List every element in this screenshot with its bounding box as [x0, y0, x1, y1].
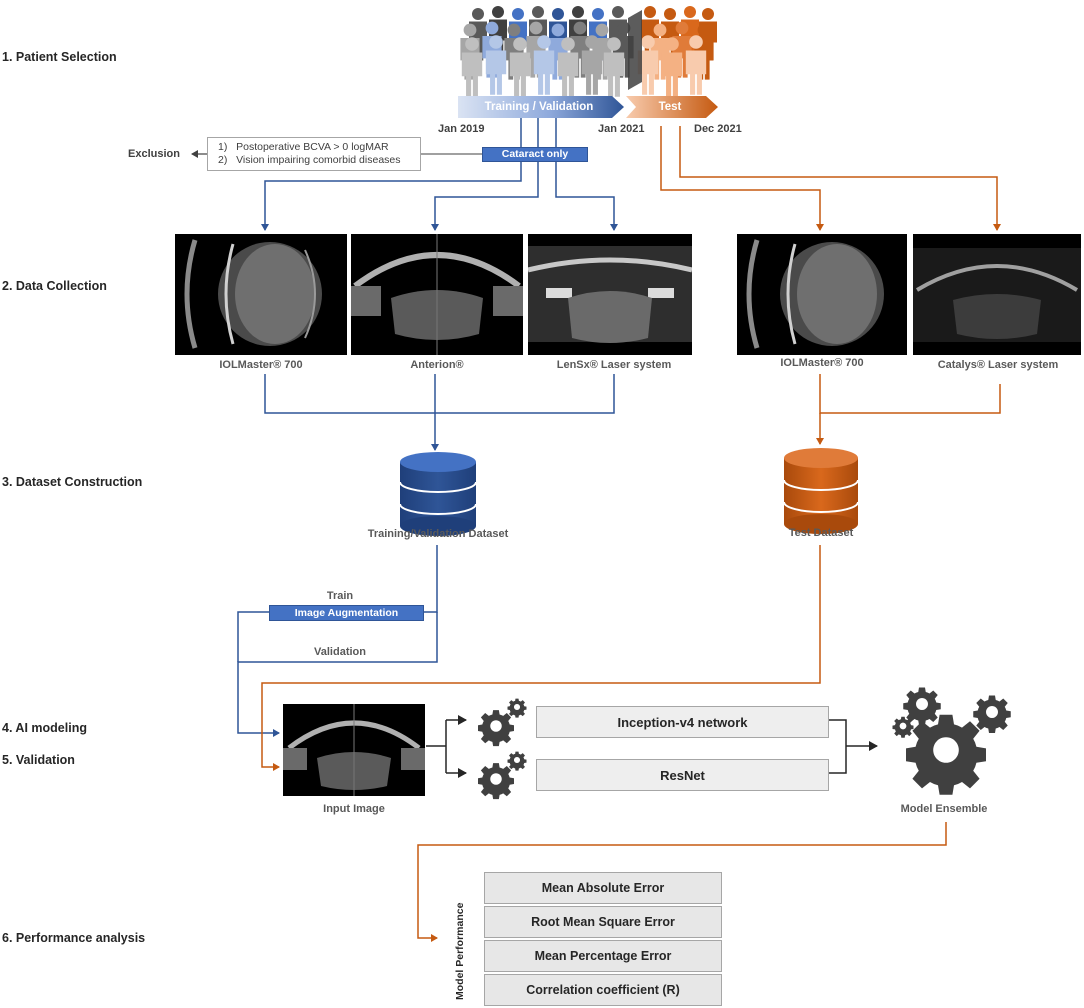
validation-label: Validation — [314, 646, 366, 658]
metric-rmse: Root Mean Square Error — [484, 906, 722, 938]
criterion-text: Postoperative BCVA > 0 logMAR — [236, 141, 389, 153]
people-crowd-icon — [460, 6, 717, 97]
step-data-collection: 2. Data Collection — [2, 279, 107, 293]
input-image-label: Input Image — [323, 803, 385, 815]
metric-mae: Mean Absolute Error — [484, 872, 722, 904]
device-caption-iolmaster-test: IOLMaster® 700 — [780, 357, 864, 369]
exclusion-label: Exclusion — [128, 148, 180, 160]
training-validation-label: Training / Validation — [484, 101, 594, 113]
step-patient-selection: 1. Patient Selection — [2, 50, 117, 64]
model-ensemble-label: Model Ensemble — [900, 803, 988, 815]
criterion-number: 2) — [218, 154, 228, 166]
scan-image-iolmaster-test — [737, 234, 907, 355]
criterion-number: 1) — [218, 141, 228, 153]
step-ai-modeling: 4. AI modeling — [2, 721, 87, 735]
image-augmentation-box: Image Augmentation — [269, 605, 424, 621]
training-dataset-label: Training/Validation Dataset — [367, 528, 509, 540]
step-dataset-construction: 3. Dataset Construction — [2, 475, 143, 489]
resnet-box: ResNet — [536, 759, 829, 791]
database-icon — [399, 452, 477, 536]
device-caption-catalys: Catalys® Laser system — [937, 359, 1059, 371]
test-dataset-label: Test Dataset — [788, 527, 854, 539]
gear-icon — [478, 698, 527, 747]
exclusion-criterion: 2) Vision impairing comorbid diseases — [218, 154, 420, 167]
date-start: Jan 2019 — [438, 123, 485, 135]
step-performance-analysis: 6. Performance analysis — [2, 931, 146, 945]
device-caption-lensx: LenSx® Laser system — [556, 359, 672, 371]
scan-image-anterion — [351, 234, 523, 355]
database-icon — [783, 448, 859, 534]
exclusion-criterion: 1) Postoperative BCVA > 0 logMAR — [218, 141, 420, 154]
date-end: Dec 2021 — [694, 123, 742, 135]
gear-icon — [892, 687, 1011, 795]
train-label: Train — [326, 590, 354, 602]
metric-correlation: Correlation coefficient (R) — [484, 974, 722, 1006]
date-mid: Jan 2021 — [598, 123, 645, 135]
cataract-only-box: Cataract only — [482, 147, 588, 162]
model-performance-axis-label: Model Performance — [454, 902, 466, 1000]
timeline-arrows — [458, 96, 718, 118]
scan-image-iolmaster — [175, 234, 347, 355]
device-caption-iolmaster: IOLMaster® 700 — [219, 359, 303, 371]
gear-icon — [478, 751, 527, 800]
exclusion-criteria-box: 1) Postoperative BCVA > 0 logMAR 2) Visi… — [207, 137, 421, 171]
metric-mpe: Mean Percentage Error — [484, 940, 722, 972]
step-validation: 5. Validation — [2, 753, 75, 767]
scan-image-catalys — [913, 234, 1081, 355]
input-image — [283, 704, 425, 796]
inception-v4-box: Inception-v4 network — [536, 706, 829, 738]
device-caption-anterion: Anterion® — [410, 359, 464, 371]
test-label: Test — [658, 101, 682, 113]
criterion-text: Vision impairing comorbid diseases — [236, 154, 401, 166]
scan-image-lensx — [528, 234, 692, 355]
